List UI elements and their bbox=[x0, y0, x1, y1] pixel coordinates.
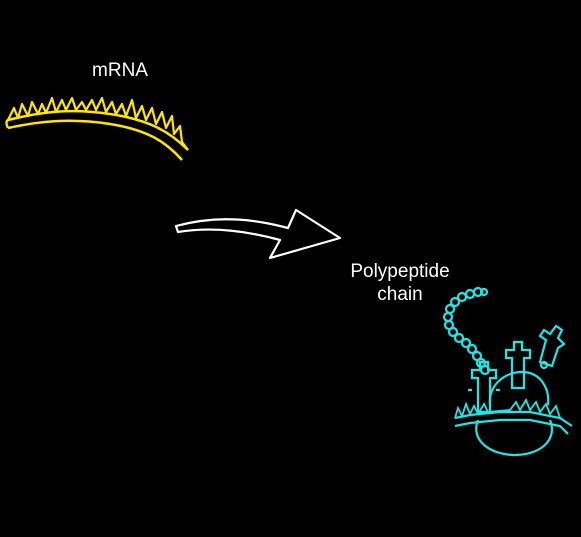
process-arrow-icon bbox=[174, 208, 342, 260]
polypeptide-label-line2: chain bbox=[377, 284, 423, 305]
mrna-strand-icon bbox=[5, 96, 189, 161]
polypeptide-label-line1: Polypeptide bbox=[350, 261, 450, 282]
polypeptide-chain-label: Polypeptide chain bbox=[330, 260, 470, 306]
mrna-label: mRNA bbox=[92, 60, 148, 81]
ribosome-translation-icon bbox=[442, 286, 573, 457]
